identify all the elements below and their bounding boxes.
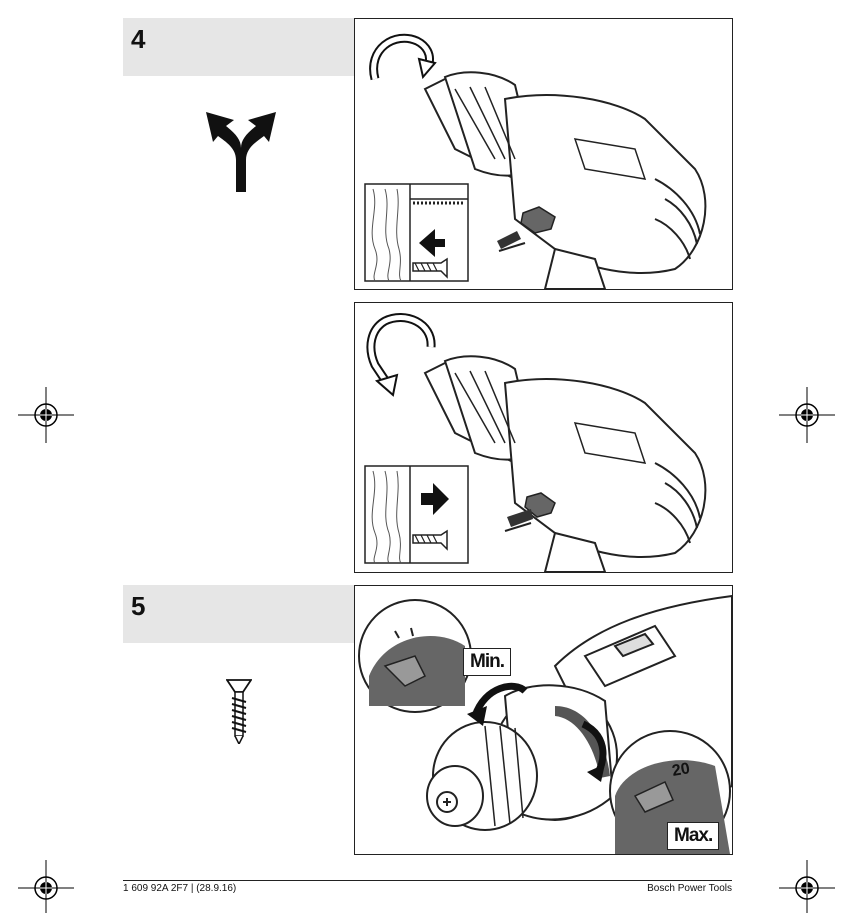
step-4-header: 4 bbox=[123, 18, 354, 76]
rotate-clockwise-icon bbox=[369, 33, 437, 81]
footer-doc-number: 1 609 92A 2F7 | (28.9.16) bbox=[123, 883, 237, 894]
step-number: 4 bbox=[131, 24, 146, 54]
registration-mark-icon bbox=[18, 387, 74, 443]
registration-mark-icon bbox=[779, 387, 835, 443]
max-label: Max. bbox=[667, 822, 720, 850]
step-number: 5 bbox=[131, 591, 146, 621]
rotate-counterclockwise-icon bbox=[366, 312, 436, 397]
step-5-header: 5 bbox=[123, 585, 354, 643]
svg-text:20: 20 bbox=[671, 760, 692, 780]
registration-mark-icon bbox=[779, 860, 835, 913]
figure-drill-reverse bbox=[354, 302, 733, 573]
figure-drill-forward bbox=[354, 18, 733, 290]
figure-torque-setting: 20 Min. Max. bbox=[354, 585, 733, 855]
registration-mark-icon bbox=[18, 860, 74, 913]
footer-brand: Bosch Power Tools bbox=[647, 883, 732, 894]
inset-min-dial bbox=[358, 599, 472, 713]
inset-wood-screw bbox=[364, 465, 469, 564]
fork-arrow-icon bbox=[206, 112, 276, 192]
min-label: Min. bbox=[463, 648, 511, 676]
inset-wood-screw bbox=[364, 183, 469, 282]
screw-icon bbox=[226, 679, 252, 744]
footer-rule bbox=[123, 880, 732, 881]
